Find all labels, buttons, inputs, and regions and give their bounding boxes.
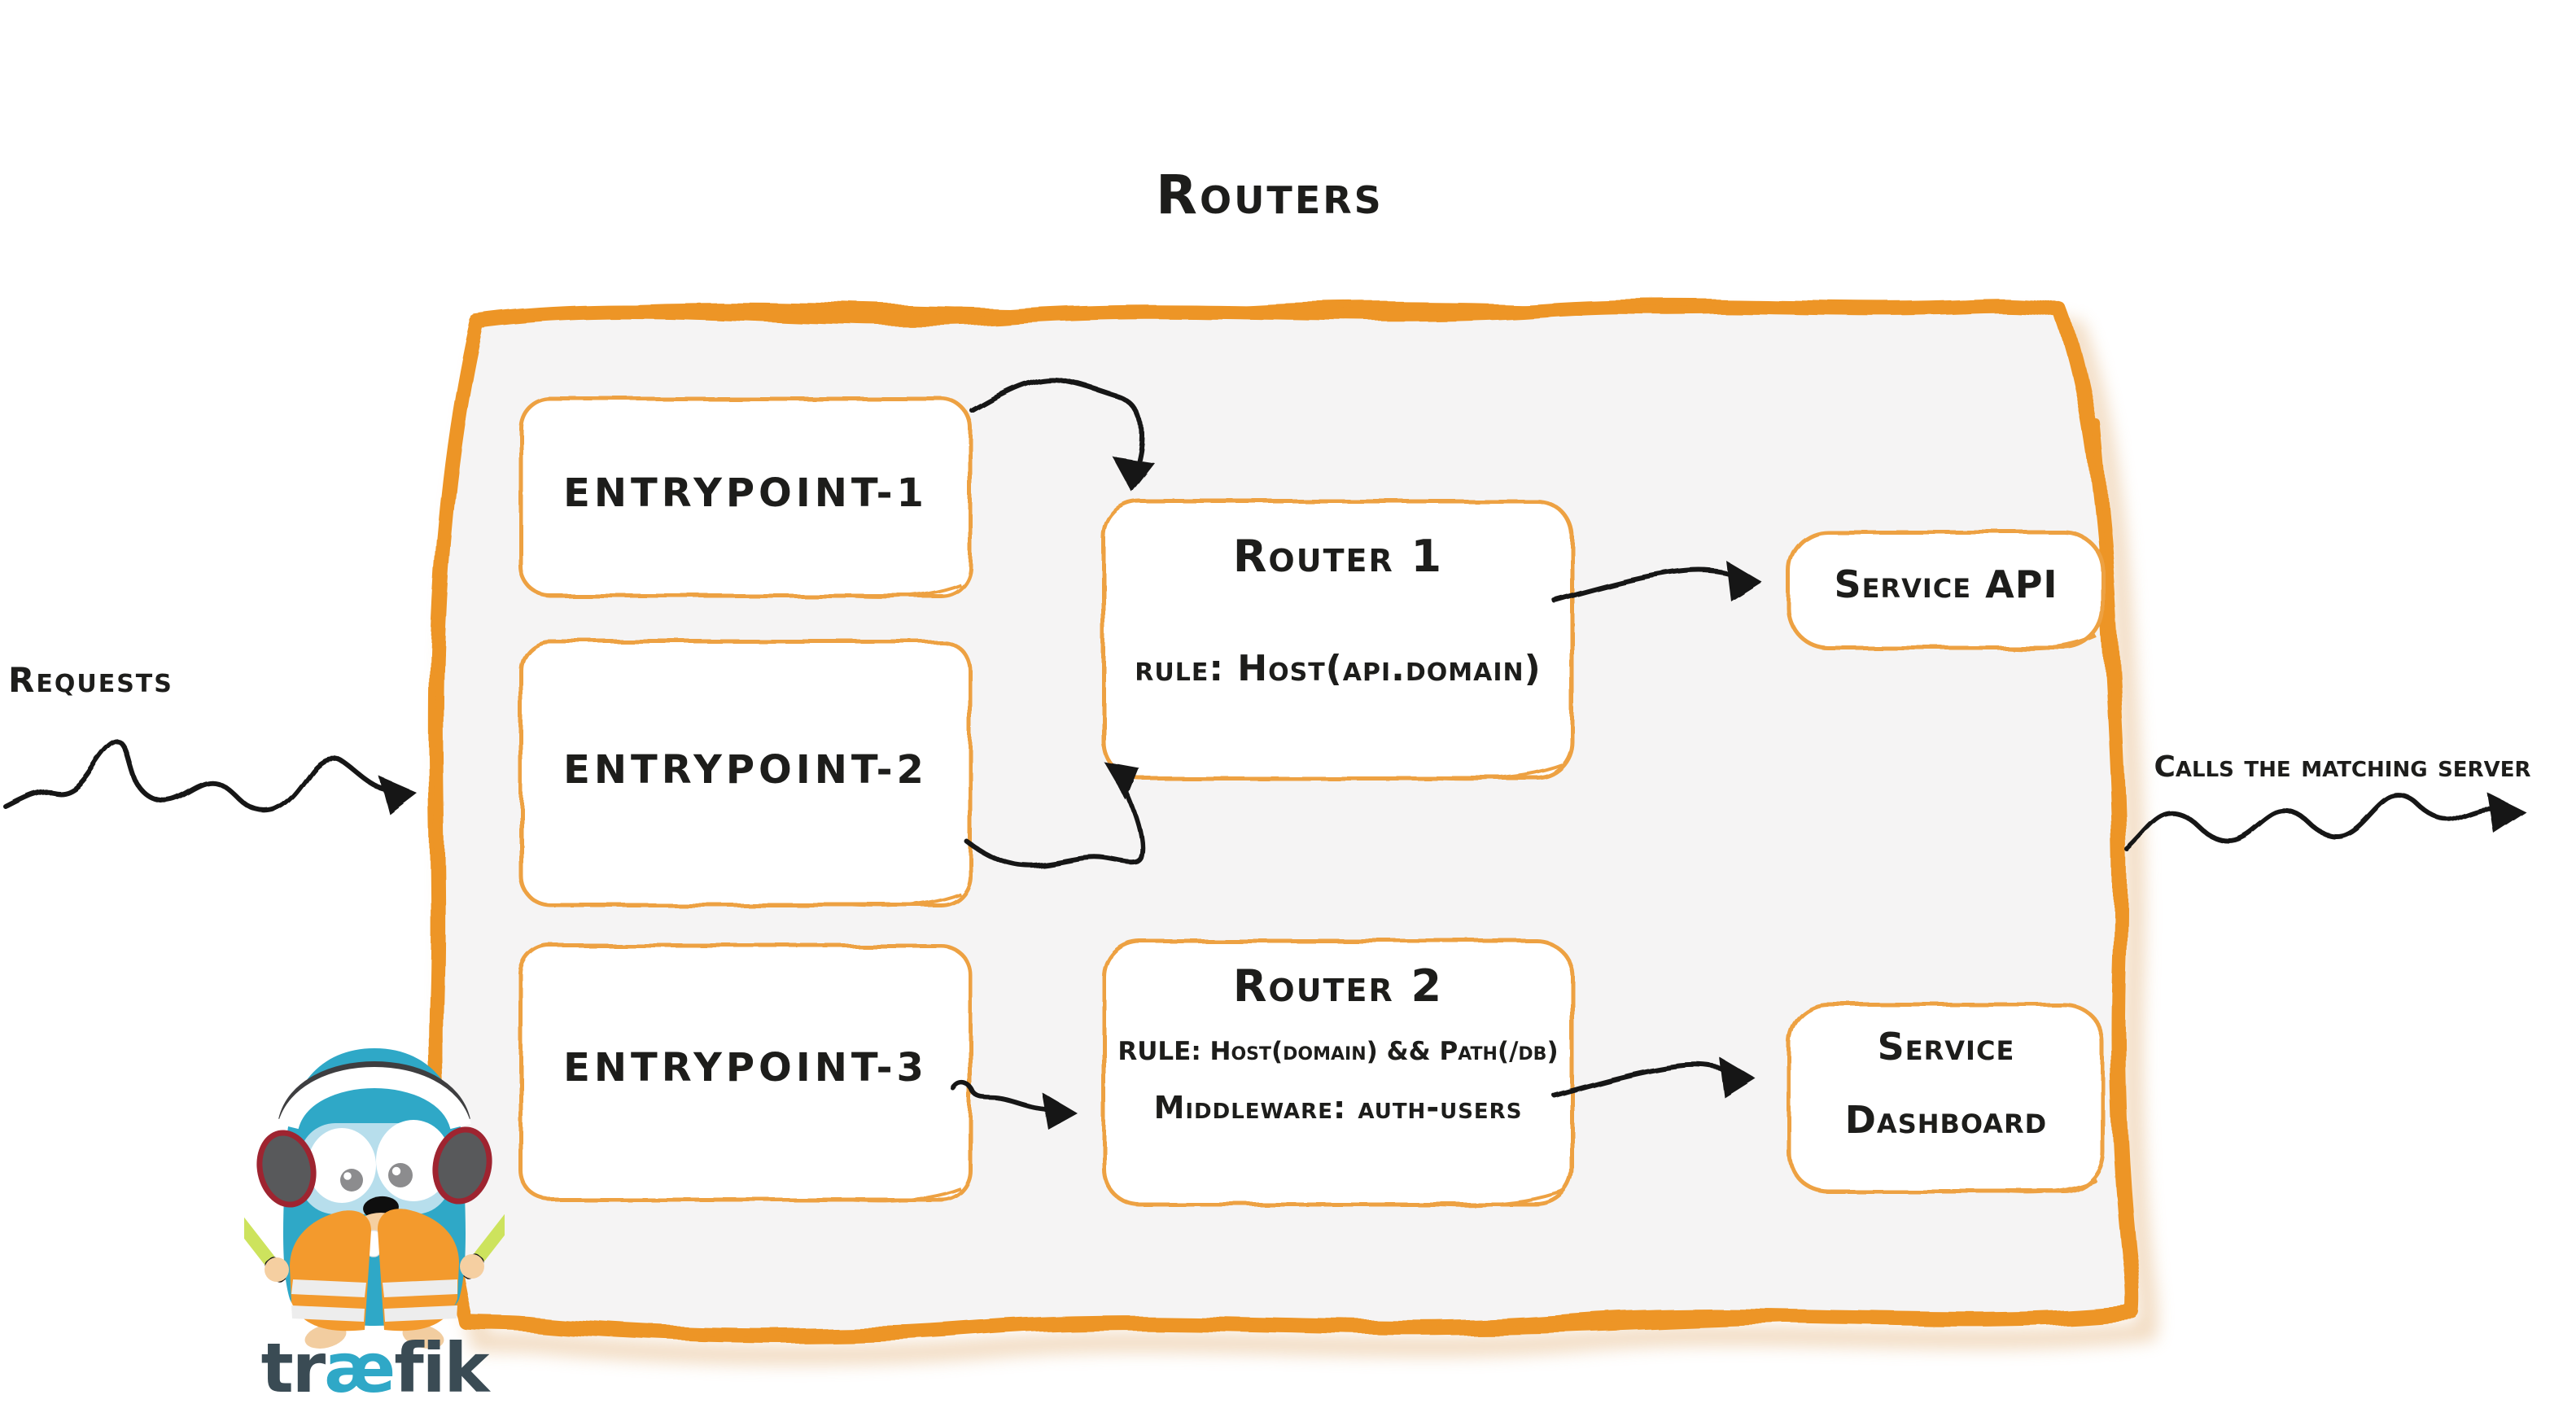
ear-cup-left	[256, 1130, 317, 1208]
gopher-foot-right	[402, 1324, 444, 1349]
page-title: Routers	[1156, 163, 1384, 226]
arrowheads	[379, 456, 2526, 1130]
traefik-wordmark: træfik	[234, 1328, 514, 1408]
requests-label: Requests	[8, 661, 173, 700]
router-2-box	[1101, 938, 1575, 1207]
arrow-router2-to-service-dashboard	[1552, 1062, 1738, 1098]
container-brush-strokes	[431, 301, 2122, 1336]
calls-label: Calls the matching server	[2154, 750, 2531, 785]
entrypoint-1-box	[518, 396, 973, 598]
arrow-router1-to-service-api	[1552, 567, 1744, 603]
arrow-entrypoint1-to-router1	[969, 376, 1144, 471]
entrypoint-2-label: entrypoint-2	[563, 747, 928, 793]
safety-vest	[290, 1209, 459, 1331]
wordmark-ae: æ	[324, 1328, 396, 1408]
router-1-rule: rule: Host(api.domain)	[1135, 649, 1542, 690]
wordmark-suffix: fik	[394, 1328, 489, 1408]
box-pen-details	[846, 583, 2097, 1208]
vest-stripe-right-2	[384, 1305, 457, 1322]
arrows	[4, 376, 2496, 1114]
ep2-router1-arrowhead	[1104, 762, 1139, 801]
requests-arrowhead	[379, 776, 417, 814]
router-2-middleware: Middleware: auth-users	[1153, 1091, 1523, 1126]
service-dashboard-box	[1787, 1002, 2106, 1194]
pupil-highlight-right	[391, 1166, 401, 1176]
node-boxes	[518, 396, 2106, 1207]
ep1-router1-arrowhead	[1112, 456, 1154, 492]
router2-dashboard-arrowhead	[1719, 1056, 1755, 1097]
router-1-box	[1101, 499, 1575, 781]
traefik-gopher-icon	[244, 1048, 505, 1349]
calls-arrow	[2123, 793, 2496, 850]
entrypoint-3-label: entrypoint-3	[563, 1045, 928, 1091]
gopher-hand-left	[265, 1257, 289, 1282]
arrow-entrypoint2-to-router1	[964, 771, 1145, 869]
router-1-title: Router 1	[1232, 532, 1444, 583]
gopher-eye-left	[308, 1128, 376, 1203]
service-api-box	[1787, 530, 2106, 650]
vest-stripe-right-1	[383, 1279, 457, 1297]
ear-cup-right	[432, 1126, 492, 1205]
gopher-hand-right	[460, 1254, 484, 1279]
requests-arrow	[4, 739, 406, 814]
entrypoint-3-box	[518, 943, 973, 1202]
router-2-rule: RULE: Host(domain) && Path(/db)	[1117, 1037, 1559, 1066]
router1-api-arrowhead	[1725, 560, 1761, 601]
wordmark-prefix: tr	[260, 1328, 326, 1408]
calls-arrowhead	[2487, 793, 2526, 833]
service-dashboard-label-line2: Dashboard	[1844, 1100, 2048, 1143]
vest-stripe-left-1	[291, 1279, 366, 1297]
service-dashboard-label-line1: Service	[1877, 1027, 2015, 1069]
gopher-pupil-right	[388, 1163, 413, 1187]
entrypoint-1-label: entrypoint-1	[563, 470, 928, 516]
vest-stripe-left-2	[291, 1305, 365, 1322]
ep3-router2-arrowhead	[1042, 1092, 1078, 1130]
router-2-title: Router 2	[1232, 962, 1444, 1012]
pupil-highlight-left	[343, 1172, 352, 1180]
gopher-pupil-left	[340, 1169, 363, 1192]
entrypoint-2-box	[518, 639, 973, 907]
service-api-label: Service API	[1834, 565, 2058, 607]
headphones-band	[278, 1067, 471, 1130]
